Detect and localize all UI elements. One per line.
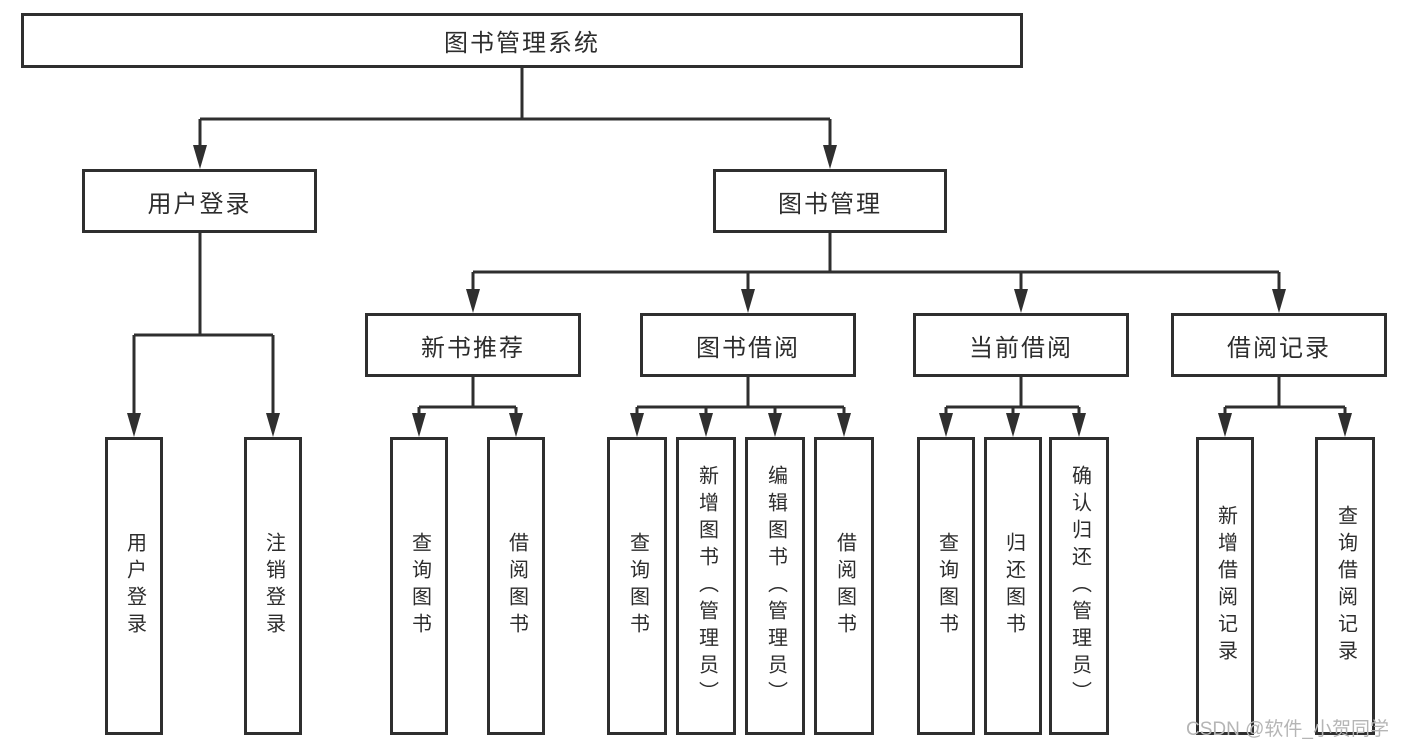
arrowhead <box>1218 413 1232 437</box>
connector-book-mgmt-to-level3 <box>471 233 1281 293</box>
arrowhead <box>939 413 953 437</box>
connector-user-login-to-leaves <box>132 233 275 415</box>
arrowhead <box>127 413 141 437</box>
node-label: 图书管理 <box>778 190 882 218</box>
node-root: 图书管理系统 <box>21 13 1023 68</box>
node-label: 查询图书 <box>408 532 431 640</box>
leaf-current-return-book: 归还图书 <box>984 437 1042 735</box>
arrowhead <box>837 413 851 437</box>
arrowhead <box>1338 413 1352 437</box>
node-label: 新书推荐 <box>421 334 525 362</box>
leaf-records-add-record: 新增借阅记录 <box>1196 437 1254 735</box>
node-user-login: 用户登录 <box>82 169 317 233</box>
node-label: 注销登录 <box>262 532 285 640</box>
arrowhead <box>741 289 755 313</box>
node-label: 用户登录 <box>123 532 146 640</box>
arrowhead <box>630 413 644 437</box>
node-current-borrow: 当前借阅 <box>913 313 1129 377</box>
node-book-borrow: 图书借阅 <box>640 313 856 377</box>
node-label: 确认归还（管理员） <box>1068 464 1091 708</box>
leaf-records-query-record: 查询借阅记录 <box>1315 437 1375 735</box>
leaf-user-login: 用户登录 <box>105 437 163 735</box>
node-label: 编辑图书（管理员） <box>764 464 787 708</box>
node-label: 查询借阅记录 <box>1334 505 1357 667</box>
arrowhead <box>823 145 837 169</box>
leaf-recommend-query-book: 查询图书 <box>390 437 448 735</box>
leaf-borrow-add-book-admin: 新增图书（管理员） <box>676 437 736 735</box>
arrowhead <box>1272 289 1286 313</box>
node-book-management: 图书管理 <box>713 169 947 233</box>
connector-borrow-to-leaves <box>635 377 846 417</box>
leaf-borrow-edit-book-admin: 编辑图书（管理员） <box>745 437 805 735</box>
node-label: 归还图书 <box>1002 532 1025 640</box>
node-label: 查询图书 <box>626 532 649 640</box>
connector-root-to-level2 <box>198 68 832 147</box>
node-label: 新增借阅记录 <box>1214 505 1237 667</box>
connector-recommend-to-leaves <box>417 377 518 417</box>
leaf-borrow-query-book: 查询图书 <box>607 437 667 735</box>
node-label: 查询图书 <box>935 532 958 640</box>
node-borrow-records: 借阅记录 <box>1171 313 1387 377</box>
node-label: 借阅图书 <box>833 532 856 640</box>
arrowhead <box>1072 413 1086 437</box>
arrowhead <box>509 413 523 437</box>
arrowhead <box>466 289 480 313</box>
arrowhead <box>412 413 426 437</box>
connector-current-to-leaves <box>944 377 1081 417</box>
node-label: 新增图书（管理员） <box>695 464 718 708</box>
connector-records-to-leaves <box>1223 377 1347 417</box>
leaf-logout: 注销登录 <box>244 437 302 735</box>
node-label: 借阅记录 <box>1227 334 1331 362</box>
node-label: 用户登录 <box>147 190 252 218</box>
leaf-borrow-borrow-book: 借阅图书 <box>814 437 874 735</box>
csdn-watermark: CSDN @软件_小贺同学 <box>1186 719 1389 740</box>
arrowhead <box>193 145 207 169</box>
arrowhead <box>266 413 280 437</box>
arrowhead <box>768 413 782 437</box>
leaf-recommend-borrow-book: 借阅图书 <box>487 437 545 735</box>
node-new-book-recommend: 新书推荐 <box>365 313 581 377</box>
arrowhead <box>699 413 713 437</box>
node-label: 借阅图书 <box>505 532 528 640</box>
node-label: 图书借阅 <box>696 334 800 362</box>
arrowhead <box>1006 413 1020 437</box>
arrowhead <box>1014 289 1028 313</box>
leaf-current-confirm-return-admin: 确认归还（管理员） <box>1049 437 1109 735</box>
node-label: 图书管理系统 <box>444 30 600 57</box>
node-label: 当前借阅 <box>969 334 1073 362</box>
leaf-current-query-book: 查询图书 <box>917 437 975 735</box>
